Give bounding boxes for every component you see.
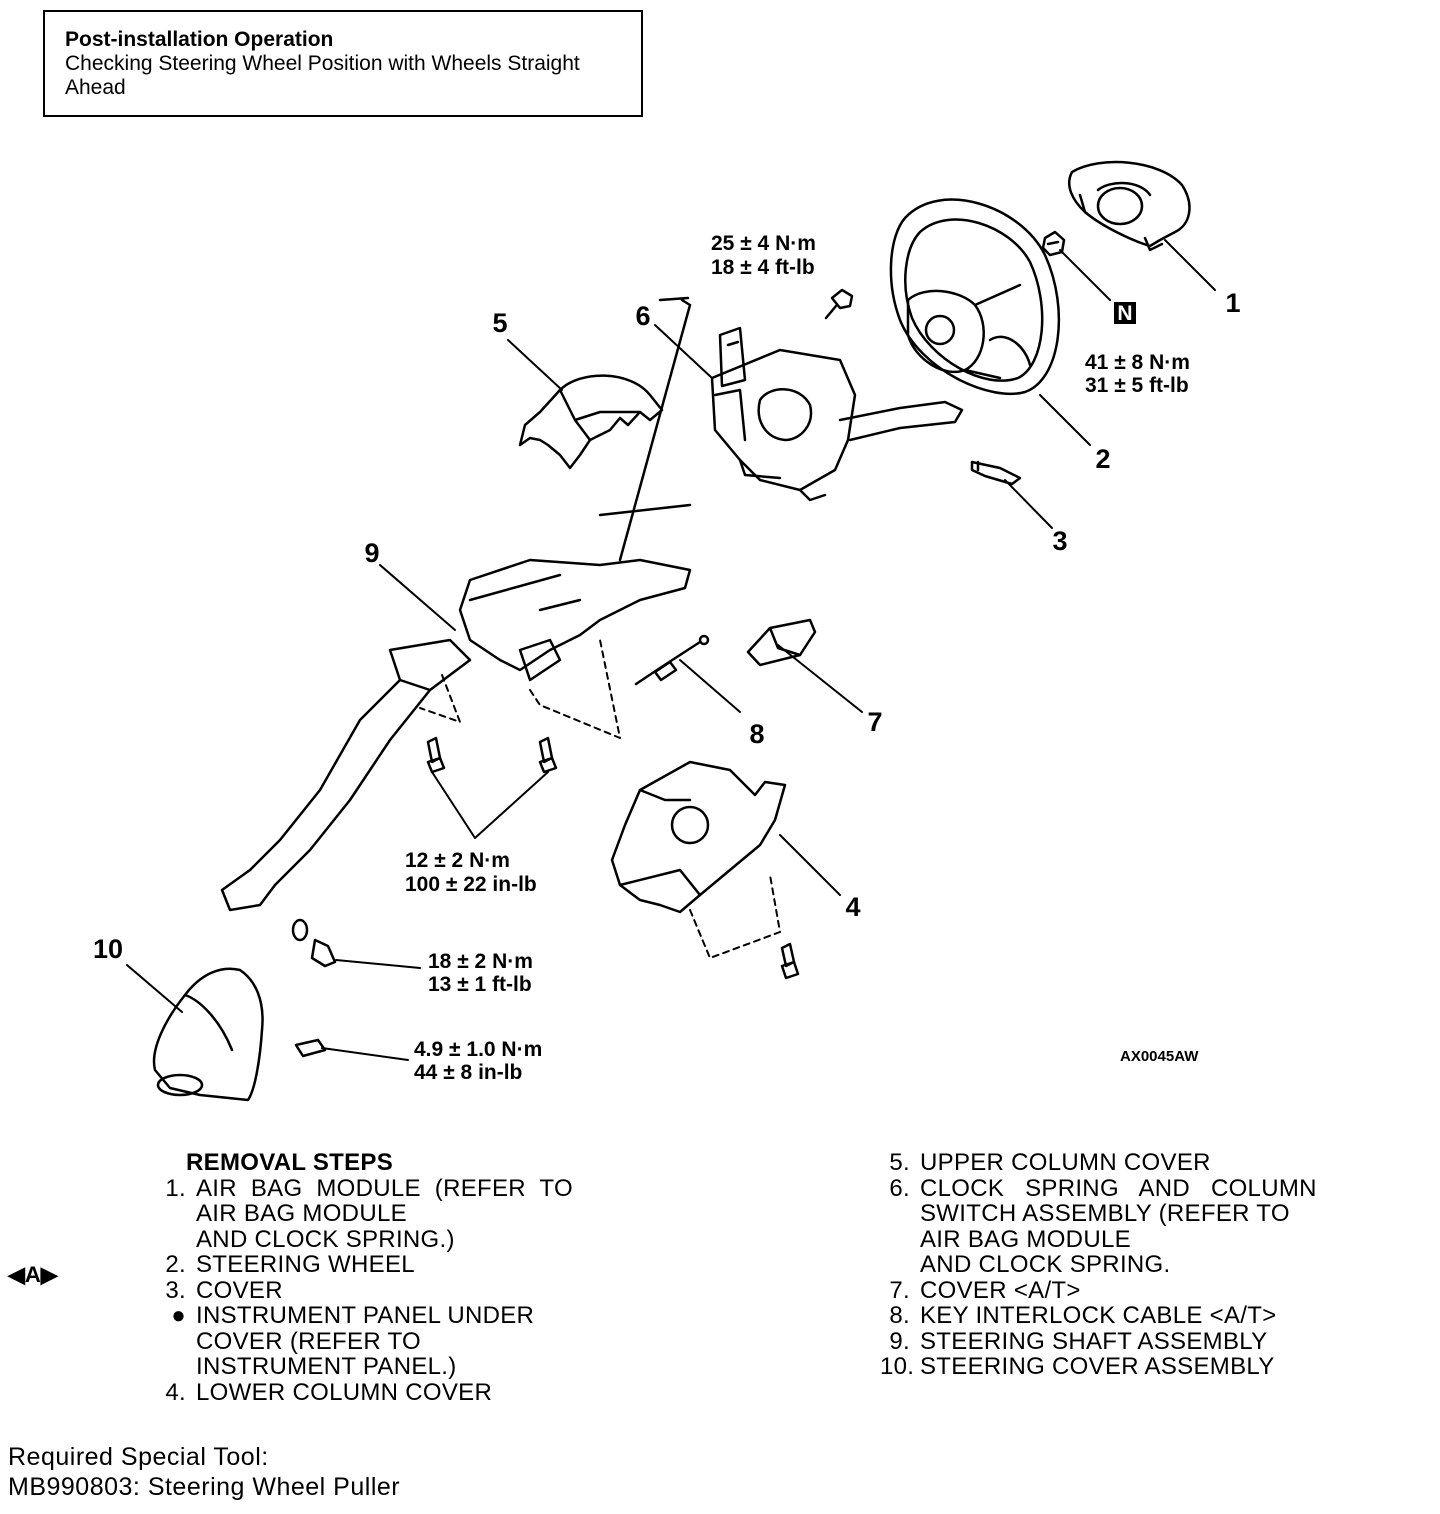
service-note-marker-a: ◀A▶ (8, 1262, 58, 1287)
list-item: 6.CLOCK SPRING AND COLUMN (889, 1174, 1317, 1202)
callout-8: 8 (749, 719, 764, 749)
callout-3: 3 (1052, 526, 1067, 556)
tool-name: MB990803: Steering Wheel Puller (8, 1473, 401, 1501)
tool-heading: Required Special Tool: (8, 1443, 269, 1471)
air-bag-module-part (1068, 160, 1191, 252)
torque-spec-joint-bolt-nm: 18 ± 2 N·m (428, 950, 533, 973)
list-item: 3.COVER (165, 1276, 283, 1304)
torque-spec-clock-spring-ftlb: 18 ± 4 ft-lb (711, 256, 815, 279)
callout-2: 2 (1095, 444, 1110, 474)
torque-spec-clock-spring-nm: 25 ± 4 N·m (711, 232, 816, 255)
torque-spec-cover-bolt-nm: 4.9 ± 1.0 N·m (414, 1038, 542, 1061)
callout-5: 5 (492, 308, 507, 338)
cover-at-part (746, 618, 817, 667)
lower-column-cover-part (610, 760, 787, 914)
removal-steps-right: 5.UPPER COLUMN COVER 6.CLOCK SPRING AND … (880, 1150, 1317, 1380)
cover-bolts (291, 918, 337, 1058)
list-item: INSTRUMENT PANEL.) (196, 1353, 457, 1380)
list-item: 1.AIR BAG MODULE (REFER TO (165, 1174, 573, 1202)
callout-4: 4 (845, 892, 860, 922)
list-item: 2.STEERING WHEEL (165, 1251, 415, 1278)
n-badge-letter: N (1117, 302, 1132, 325)
removal-steps-left: REMOVAL STEPS 1.AIR BAG MODULE (REFER TO… (156, 1150, 573, 1405)
list-item: 7.COVER <A/T> (889, 1276, 1081, 1304)
torque-spec-cover-bolt-inlb: 44 ± 8 in-lb (414, 1061, 522, 1084)
required-special-tool: Required Special Tool: MB990803: Steerin… (8, 1442, 400, 1502)
list-item: AIR BAG MODULE (920, 1225, 1131, 1253)
callout-leaders (126, 239, 1216, 1061)
list-item: ●INSTRUMENT PANEL UNDER (171, 1302, 535, 1329)
steering-shaft-assembly-part (220, 296, 692, 912)
list-item: 9.STEERING SHAFT ASSEMBLY (889, 1327, 1268, 1355)
list-item: 4.LOWER COLUMN COVER (165, 1378, 493, 1406)
n-nonreusable-badge (1114, 302, 1136, 324)
clock-spring-bolt (824, 288, 854, 320)
shaft-mounting-bolts (426, 736, 800, 980)
note-line-2: Ahead (65, 76, 126, 99)
figure-id: AX0045AW (1120, 1048, 1199, 1065)
list-item: SWITCH ASSEMBLY (REFER TO (920, 1200, 1290, 1227)
torque-spec-shaft-bolt-nm: 12 ± 2 N·m (405, 849, 510, 872)
torque-spec-joint-bolt-ftlb: 13 ± 1 ft-lb (428, 973, 532, 996)
torque-spec-wheel-nut-nm: 41 ± 8 N·m (1085, 351, 1190, 374)
torque-spec-shaft-bolt-inlb: 100 ± 22 in-lb (405, 873, 537, 896)
torque-spec-wheel-nut-ftlb: 31 ± 5 ft-lb (1085, 374, 1189, 397)
note-line-1: Checking Steering Wheel Position with Wh… (65, 52, 580, 75)
steering-wheel-part (889, 198, 1061, 395)
list-item: AND CLOCK SPRING. (920, 1251, 1171, 1278)
upper-column-cover-part (518, 374, 664, 470)
list-item: COVER (REFER TO (196, 1327, 421, 1355)
list-item: 10.STEERING COVER ASSEMBLY (880, 1353, 1275, 1380)
cover-part (970, 460, 1022, 486)
callout-10: 10 (93, 934, 123, 964)
note-title: Post-installation Operation (65, 28, 334, 51)
callout-1: 1 (1225, 288, 1240, 318)
post-installation-note: Post-installation Operation Checking Ste… (43, 10, 643, 117)
callout-9: 9 (364, 538, 379, 568)
list-item: AND CLOCK SPRING.) (196, 1225, 455, 1253)
callout-7: 7 (867, 707, 882, 737)
list-item: AIR BAG MODULE (196, 1200, 407, 1227)
list-item: 5.UPPER COLUMN COVER (889, 1149, 1211, 1176)
shaft-bolt-guides (419, 639, 781, 959)
clock-spring-column-switch-part (710, 326, 964, 502)
callout-6: 6 (635, 301, 650, 331)
list-item: 8.KEY INTERLOCK CABLE <A/T> (889, 1302, 1277, 1329)
key-interlock-cable-part (634, 634, 710, 686)
removal-steps-heading: REMOVAL STEPS (186, 1149, 394, 1176)
steering-cover-assembly-part (152, 967, 264, 1102)
